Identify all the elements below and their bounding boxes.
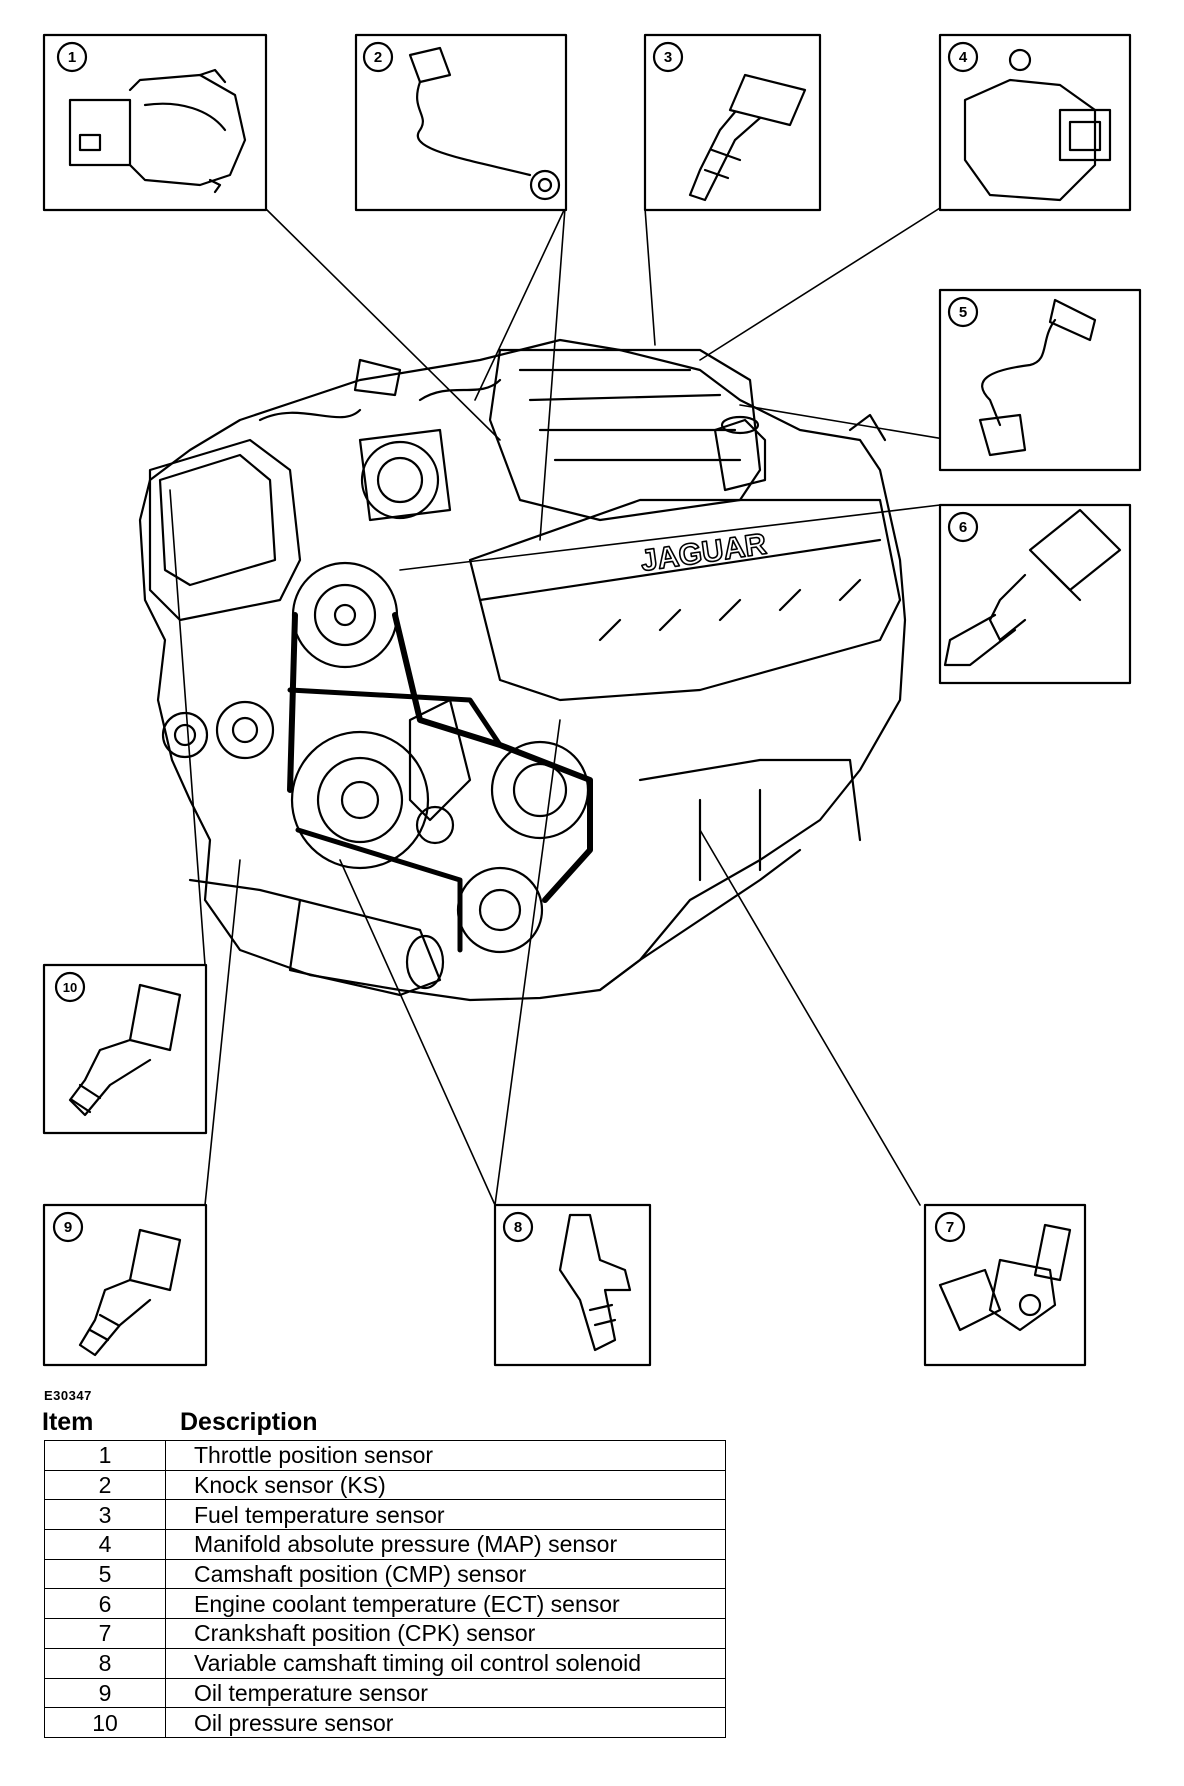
item-description: Engine coolant temperature (ECT) sensor bbox=[165, 1588, 726, 1620]
crankshaft-position-sensor-drawing bbox=[938, 1223, 1072, 1332]
inset-box-1 bbox=[42, 33, 268, 212]
item-description: Crankshaft position (CPK) sensor bbox=[165, 1618, 726, 1649]
item-number: 3 bbox=[44, 1499, 166, 1531]
item-description: Fuel temperature sensor bbox=[165, 1499, 726, 1531]
item-number: 7 bbox=[44, 1618, 166, 1649]
engine-illustration bbox=[138, 338, 907, 1002]
callout-6: 6 bbox=[959, 519, 967, 536]
throttle-position-sensor-drawing bbox=[68, 68, 247, 194]
callout-3: 3 bbox=[664, 49, 672, 66]
oil-control-solenoid-drawing bbox=[558, 1213, 632, 1352]
inset-box-3 bbox=[643, 33, 822, 212]
item-description: Oil temperature sensor bbox=[165, 1677, 726, 1709]
item-description: Variable camshaft timing oil control sol… bbox=[165, 1647, 726, 1679]
item-number: 1 bbox=[44, 1440, 166, 1471]
callout-10: 10 bbox=[63, 980, 77, 995]
table-header-description: Description bbox=[180, 1408, 318, 1436]
item-number: 6 bbox=[44, 1588, 166, 1620]
inset-box-6 bbox=[938, 503, 1132, 685]
ect-sensor-drawing bbox=[943, 508, 1122, 667]
leader-lines bbox=[169, 207, 1131, 1206]
oil-temperature-sensor-drawing bbox=[78, 1228, 182, 1357]
item-number: 4 bbox=[44, 1529, 166, 1560]
item-number: 8 bbox=[44, 1647, 166, 1679]
callout-9: 9 bbox=[64, 1219, 72, 1236]
camshaft-position-sensor-drawing bbox=[978, 298, 1097, 457]
table-header-item: Item bbox=[42, 1408, 94, 1436]
knock-sensor-drawing bbox=[408, 46, 561, 201]
item-description: Throttle position sensor bbox=[165, 1440, 726, 1471]
inset-box-2 bbox=[354, 33, 568, 212]
inset-box-7 bbox=[923, 1203, 1087, 1367]
callout-8: 8 bbox=[514, 1219, 522, 1236]
callout-4: 4 bbox=[959, 49, 968, 66]
callout-7: 7 bbox=[946, 1219, 954, 1236]
inset-box-5 bbox=[938, 288, 1142, 472]
item-description: Camshaft position (CMP) sensor bbox=[165, 1558, 726, 1590]
item-number: 9 bbox=[44, 1677, 166, 1709]
inset-box-8 bbox=[493, 1203, 652, 1367]
engine-sensor-diagram: JAGUAR bbox=[42, 33, 1142, 1367]
item-number: 5 bbox=[44, 1558, 166, 1590]
oil-pressure-sensor-drawing bbox=[68, 983, 182, 1117]
inset-box-9 bbox=[42, 1203, 208, 1367]
callout-1: 1 bbox=[68, 49, 76, 66]
callout-2: 2 bbox=[374, 49, 382, 66]
fuel-temperature-sensor-drawing bbox=[688, 73, 807, 202]
figure-id: E30347 bbox=[44, 1388, 92, 1403]
map-sensor-drawing bbox=[963, 48, 1112, 202]
item-description: Manifold absolute pressure (MAP) sensor bbox=[165, 1529, 726, 1560]
item-number: 10 bbox=[44, 1707, 166, 1738]
item-number: 2 bbox=[44, 1469, 166, 1501]
inset-box-4 bbox=[938, 33, 1132, 212]
item-description: Oil pressure sensor bbox=[165, 1707, 726, 1738]
inset-box-10 bbox=[42, 963, 208, 1135]
item-description: Knock sensor (KS) bbox=[165, 1469, 726, 1501]
engine-badge: JAGUAR bbox=[639, 528, 769, 578]
callout-5: 5 bbox=[959, 304, 967, 321]
